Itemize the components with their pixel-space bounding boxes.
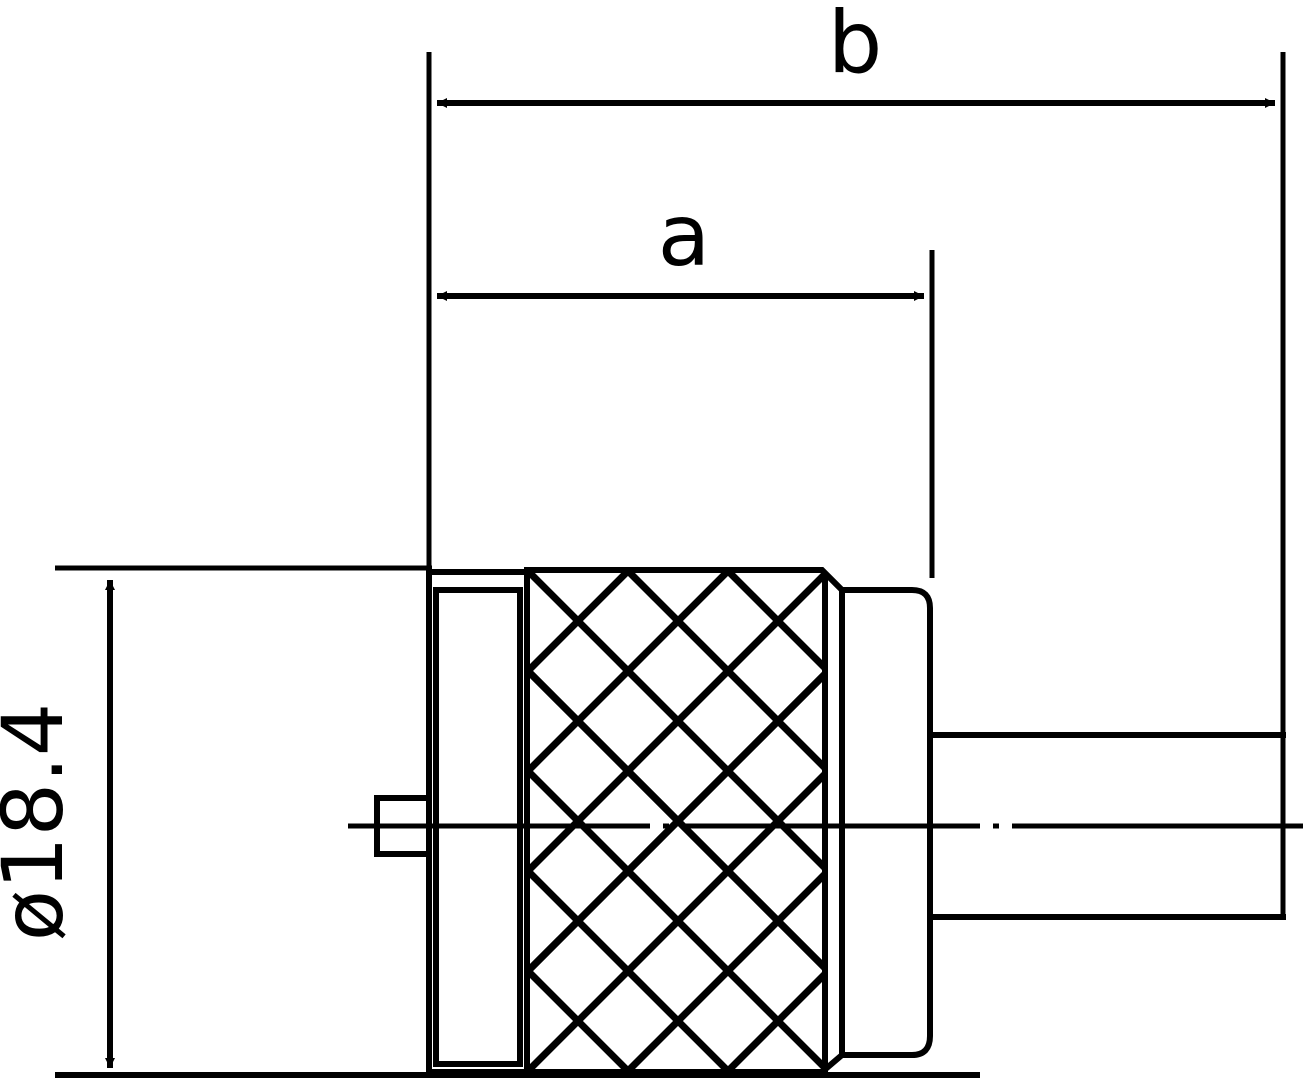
dimension-label-a: a <box>658 186 711 286</box>
collar-outer-outline <box>426 569 530 1075</box>
dimension-label-diameter: ø18.4 <box>0 703 82 941</box>
dimension-label-b: b <box>828 0 883 93</box>
rear-body-outline <box>842 587 933 1058</box>
connector-body <box>374 567 1286 1075</box>
dimension-b: b <box>437 0 1275 108</box>
cable-shaft <box>930 732 1286 920</box>
contact-pin-outline <box>374 795 432 857</box>
contact-pin <box>374 795 432 857</box>
dimension-a: a <box>437 186 924 301</box>
collar-inner-step <box>433 587 523 1067</box>
rear-body <box>842 587 933 1058</box>
knurl-pattern <box>527 570 825 1072</box>
coupling-collar <box>426 569 530 1075</box>
dimension-diameter: ø18.4 <box>0 580 115 1068</box>
